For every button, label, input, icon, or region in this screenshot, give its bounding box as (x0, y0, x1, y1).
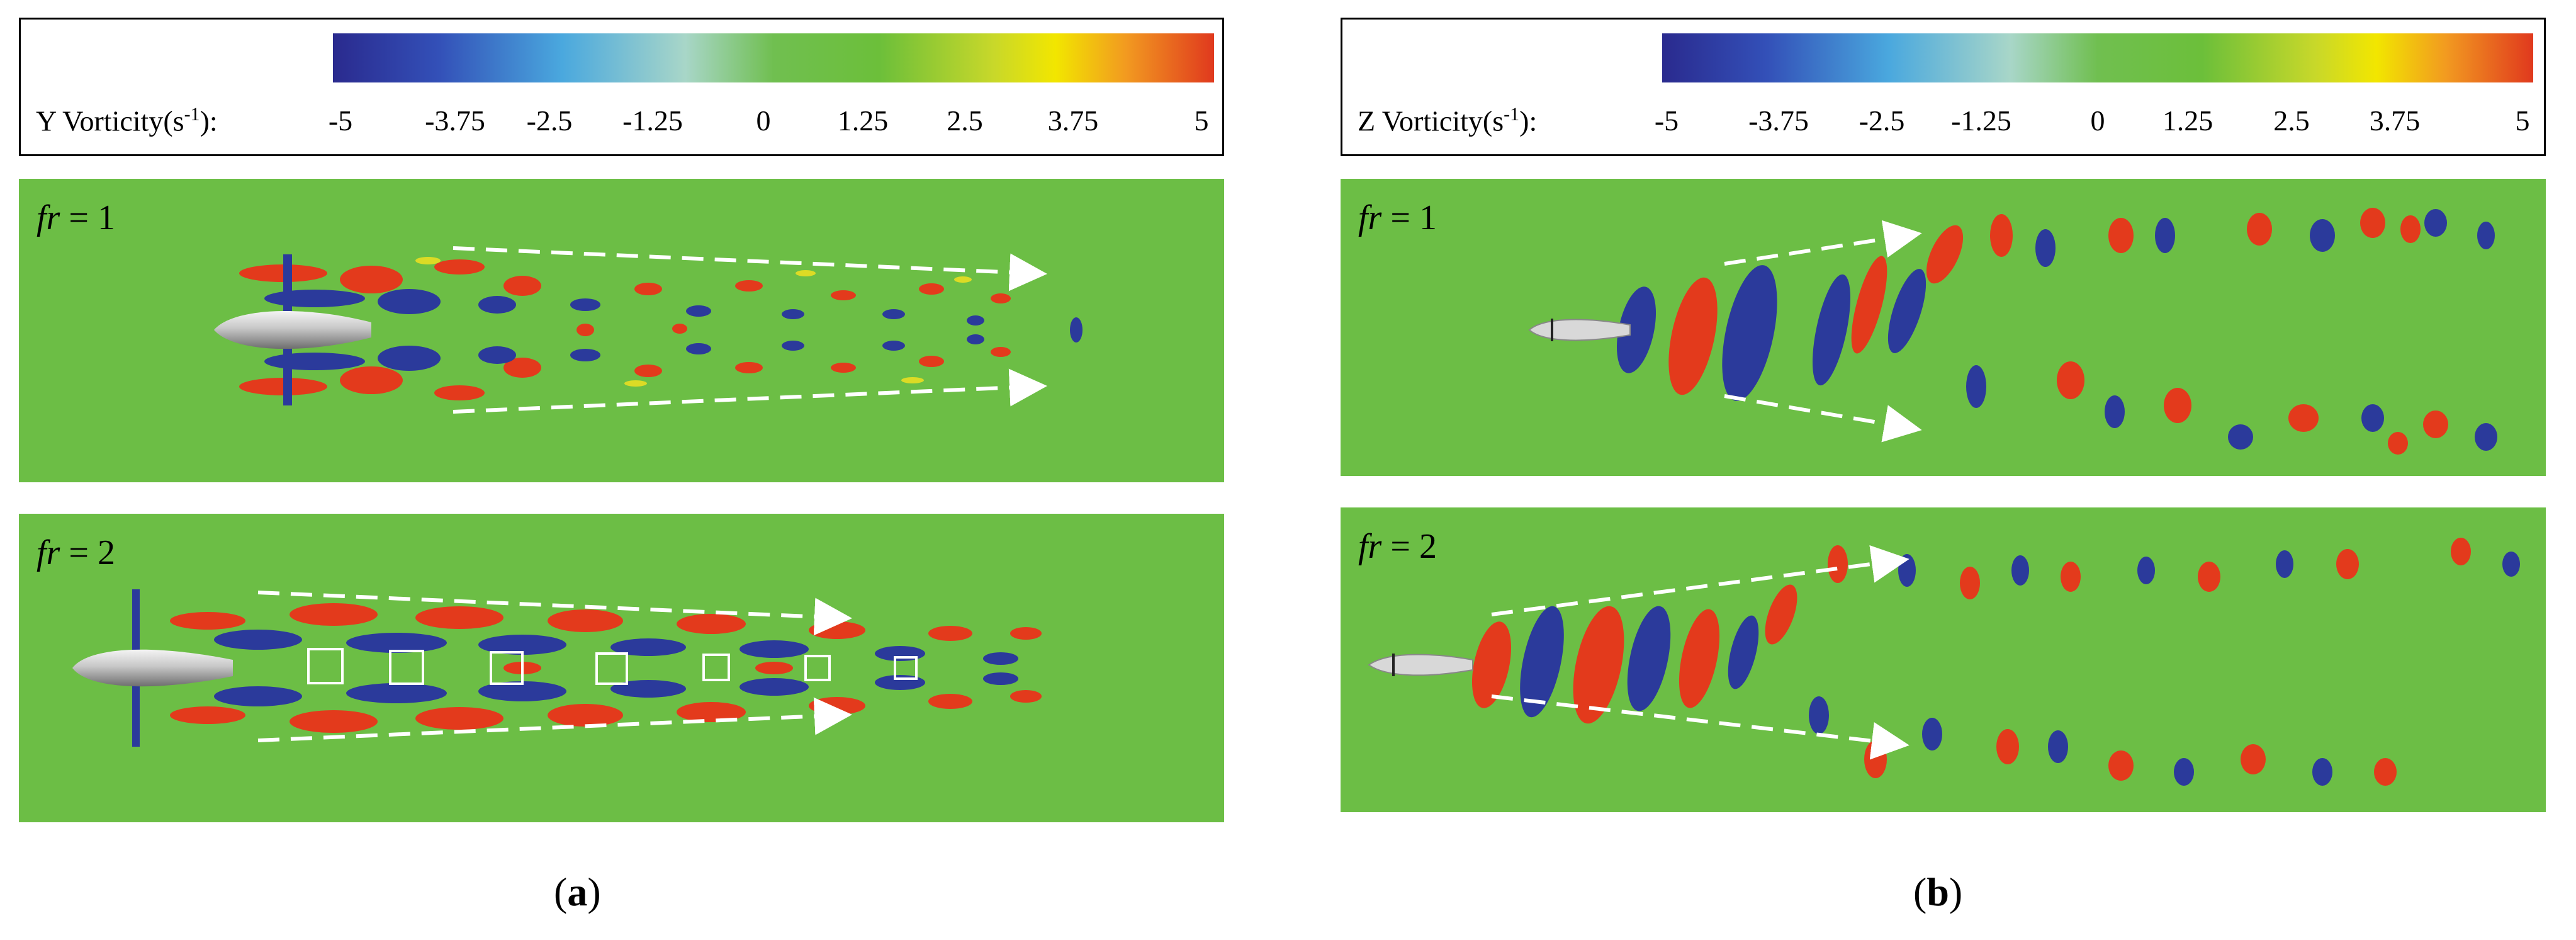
colorbar-tick: 0 (2090, 105, 2105, 137)
colorbar-tick: -5 (1654, 105, 1679, 137)
colorbar-tick: 5 (2515, 105, 2530, 137)
colorbar-gradient-a (333, 33, 1214, 82)
colorbar-tick: 2.5 (947, 105, 983, 137)
wake-plot (1368, 538, 2520, 786)
wake-plot (72, 589, 1042, 747)
colorbar-label-a: Y Vorticity(s-1): (36, 104, 218, 137)
colorbar-tick: -5 (328, 105, 353, 137)
colorbar-tick: 3.75 (1047, 105, 1099, 137)
froude-label: fr = 1 (1358, 198, 1437, 237)
colorbar-tick: -3.75 (425, 105, 485, 137)
colorbar-tick: -2.5 (1859, 105, 1905, 137)
froude-label: fr = 2 (1358, 527, 1437, 566)
colorbar-tick: 1.25 (2162, 105, 2213, 137)
froude-label: fr = 1 (37, 198, 115, 237)
colorbar-tick: 2.5 (2273, 105, 2310, 137)
vorticity-field-a-fr1: fr = 1 (19, 179, 1224, 482)
wake-plot (214, 246, 1083, 414)
subfigure-caption-a: (a) (554, 869, 601, 914)
colorbar-tick: 3.75 (2369, 105, 2421, 137)
colorbar-tick: -1.25 (1951, 105, 2011, 137)
colorbar-tick: 0 (756, 105, 771, 137)
subfigure-caption-b: (b) (1913, 869, 1963, 914)
colorbar-legend-b: Z Vorticity(s-1): -5 -3.75 -2.5 -1.25 0 … (1341, 18, 2546, 156)
colorbar-label-b: Z Vorticity(s-1): (1358, 104, 1538, 137)
colorbar-tick: -1.25 (622, 105, 683, 137)
colorbar-tick: -3.75 (1748, 105, 1809, 137)
colorbar-legend-a: Y Vorticity(s-1): -5 -3.75 -2.5 -1.25 0 … (19, 18, 1224, 156)
colorbar-tick: 5 (1194, 105, 1209, 137)
vorticity-field-b-fr1: fr = 1 (1341, 179, 2546, 476)
colorbar-tick: -2.5 (526, 105, 573, 137)
wake-plot (1528, 208, 2497, 455)
colorbar-tick: 1.25 (837, 105, 889, 137)
vorticity-field-a-fr2: fr = 2 (19, 514, 1224, 822)
vorticity-field-b-fr2: fr = 2 (1341, 507, 2546, 812)
colorbar-gradient-b (1662, 33, 2533, 82)
froude-label: fr = 2 (37, 533, 115, 572)
